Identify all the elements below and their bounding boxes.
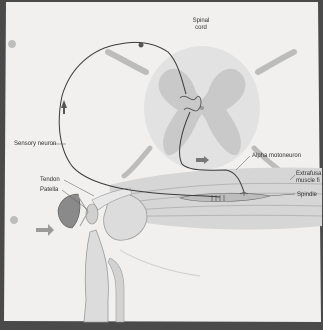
spindle-label: Spindle: [297, 192, 317, 199]
binder-hole: [10, 216, 18, 224]
extrafusal-fiber-label: Extrafusa muscle fi: [296, 171, 321, 185]
paper-sheet: [4, 2, 321, 322]
spinal-cord-label-line2: cord: [195, 25, 207, 31]
tendon-label: Tendon: [40, 177, 60, 184]
patella-label: Patella: [40, 187, 58, 194]
alpha-motoneuron-label: Alpha motoneuron: [252, 153, 301, 160]
extrafusal-label-line2: muscle fi: [296, 178, 320, 184]
spinal-cord-label-line1: Spinal: [193, 18, 210, 24]
extrafusal-label-line1: Extrafusa: [296, 171, 321, 177]
sensory-neuron-label: Sensory neuron: [14, 141, 56, 148]
patella: [86, 204, 98, 224]
dorsal-root-ganglion: [139, 43, 144, 48]
binder-hole: [8, 40, 16, 48]
spinal-cord-label: Spinal cord: [186, 18, 216, 32]
